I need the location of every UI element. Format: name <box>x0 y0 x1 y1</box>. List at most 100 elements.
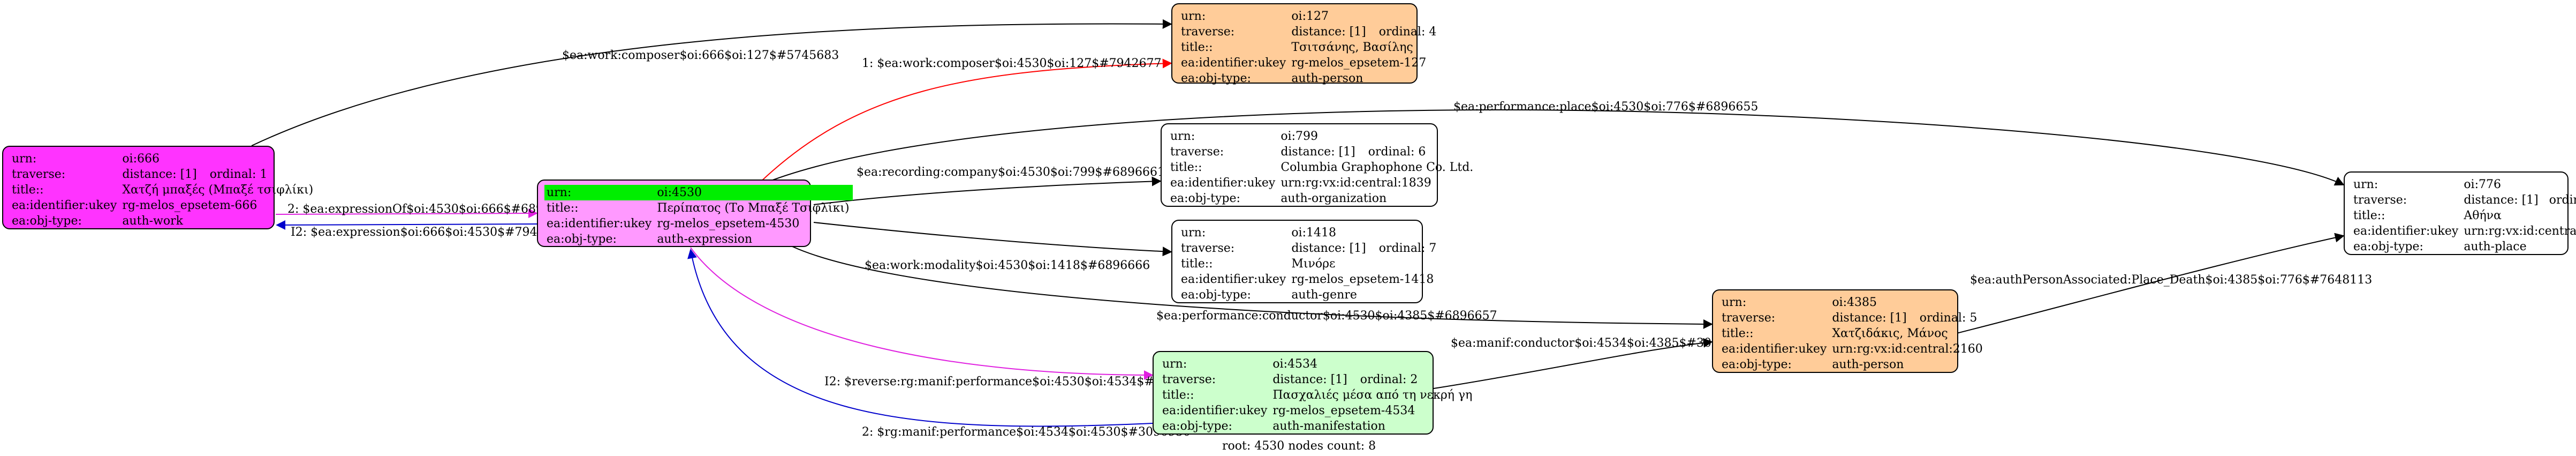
ukey-label: ea:identifier:ukey <box>1181 56 1286 70</box>
edge-4534-4385 <box>1433 338 1713 389</box>
edge-label: 2: $ea:expressionOf$oi:4530$oi:666$#6896… <box>287 203 573 216</box>
urn-label: urn: <box>1181 10 1206 23</box>
node-oi-4534[interactable]: urn:oi:4534 traverse:distance: [1]ordina… <box>1153 351 1472 435</box>
distance-value: distance: [1] <box>1281 145 1355 159</box>
traverse-label: traverse: <box>1181 25 1235 39</box>
urn-label: urn: <box>544 185 655 200</box>
objtype-value: auth-organization <box>1281 192 1387 205</box>
title-label: title:: <box>547 201 579 215</box>
ukey-label: ea:identifier:ukey <box>1722 342 1827 356</box>
urn-label: urn: <box>1722 296 1747 309</box>
title-label: title:: <box>1181 257 1213 271</box>
ordinal-value: ordinal: 1 <box>209 168 268 181</box>
ukey-label: ea:identifier:ukey <box>1162 404 1268 417</box>
traverse-value: distance: [1] ordinal: 7 <box>1289 241 1439 256</box>
edge-4530-776 <box>760 109 2345 186</box>
ukey-value: rg-melos_epsetem-127 <box>1291 56 1427 70</box>
edge-label: 2: $rg:manif:performance$oi:4534$oi:4530… <box>862 425 1191 439</box>
edge-666-4530 <box>275 208 538 219</box>
edge-666-127 <box>251 19 1172 146</box>
objtype-label: ea:obj-type: <box>12 214 82 228</box>
objtype-value: auth-person <box>1291 72 1363 85</box>
ukey-value: urn:rg:vx:id:central:1839 <box>1281 176 1431 190</box>
node-oi-666[interactable]: urn:oi:666 traverse:distance: [1]ordinal… <box>2 146 313 229</box>
node-oi-4385[interactable]: urn: oi:4385 traverse: distance: [1] ordina… <box>1712 289 1983 373</box>
title-value: Περίπατος (Το Μπαξέ Τσιφλίκι) <box>657 201 850 215</box>
urn-value: oi:776 <box>2464 178 2501 191</box>
edge-label: $ea:performance:conductor$oi:4530$oi:438… <box>1156 309 1497 323</box>
edge-label: $ea:recording:company$oi:4530$oi:799$#68… <box>857 166 1165 179</box>
objtype-value: auth-manifestation <box>1272 420 1385 433</box>
edge-4534-4530 <box>687 249 1153 427</box>
node-oi-127[interactable]: urn:oi:127 traverse:distance: [1]ordinal… <box>1171 3 1436 85</box>
urn-value: oi:799 <box>1281 130 1318 143</box>
traverse-value: distance: [1] ordinal: 1 <box>120 167 316 182</box>
title-label: title:: <box>1170 161 1202 174</box>
distance-value: distance: [1] <box>122 168 197 181</box>
distance-value: distance: [1] <box>1832 311 1907 325</box>
traverse-label: traverse: <box>2353 193 2407 207</box>
urn-value: oi:4534 <box>1272 357 1317 371</box>
objtype-value: auth-expression <box>657 233 753 246</box>
node-oi-776[interactable]: urn:oi:776 traverse:distance: [1]ordinal… <box>2344 171 2576 255</box>
ordinal-value: ordinal: 5 <box>1919 311 1978 325</box>
title-label: title:: <box>1162 388 1194 402</box>
edge-label: $ea:work:modality$oi:4530$oi:1418$#68966… <box>865 259 1150 272</box>
objtype-label: ea:obj-type: <box>547 233 617 246</box>
edge-4530-127 <box>760 58 1172 183</box>
edge-label: $ea:authPersonAssociated:Place_Death$oi:… <box>1970 273 2372 287</box>
title-label: title:: <box>2353 209 2385 222</box>
traverse-value: distance: [1] ordinal: 5 <box>1830 310 1986 326</box>
traverse-value: distance: [1] ordinal: 6 <box>1278 144 1476 160</box>
objtype-label: ea:obj-type: <box>2353 240 2423 253</box>
urn-value: oi:4530 <box>655 185 853 200</box>
node-oi-4530[interactable]: urn:oi:4530 title::Περίπατος (Το Μπαξέ Τ… <box>537 180 853 247</box>
urn-value: oi:666 <box>122 152 160 166</box>
urn-label: urn: <box>2353 178 2378 191</box>
ukey-value: urn:rg:vx:id:central:2160 <box>1832 342 1983 356</box>
objtype-label: ea:obj-type: <box>1722 358 1792 371</box>
ukey-label: ea:identifier:ukey <box>12 199 117 212</box>
edge-label: I2: $reverse:rg:manif:performance$oi:453… <box>824 375 1207 388</box>
title-label: title:: <box>1181 41 1213 54</box>
objtype-value: auth-place <box>2464 240 2527 253</box>
title-value: Μινόρε <box>1291 257 1336 271</box>
ukey-value: rg-melos_epsetem-4530 <box>657 217 800 230</box>
objtype-value: auth-person <box>1832 358 1904 371</box>
ordinal-value: ordinal: 4 <box>1378 25 1437 39</box>
title-label: title:: <box>12 183 44 197</box>
edge-4530-799 <box>813 176 1162 205</box>
traverse-label: traverse: <box>1722 311 1776 325</box>
edge-label: I2: $ea:expression$oi:666$oi:4530$#79425… <box>291 226 567 239</box>
title-value: Columbia Graphophone Co. Ltd. <box>1281 161 1474 174</box>
title-value: Τσιτσάνης, Βασίλης <box>1291 41 1413 54</box>
ordinal-value: ordinal: 7 <box>1378 242 1437 255</box>
ukey-label: ea:identifier:ukey <box>2353 225 2459 238</box>
distance-value: distance: [1] <box>1291 25 1366 39</box>
ordinal-value: ordinal: 2 <box>1360 373 1418 386</box>
edge-label: $ea:work:composer$oi:666$oi:127$#5745683 <box>562 49 839 62</box>
distance-value: distance: [1] <box>1291 242 1366 255</box>
node-oi-799[interactable]: urn: oi:799 traverse: distance: [1] ordinal… <box>1161 123 1473 207</box>
ukey-label: ea:identifier:ukey <box>547 217 652 230</box>
objtype-label: ea:obj-type: <box>1170 192 1240 205</box>
objtype-label: ea:obj-type: <box>1181 72 1251 85</box>
ukey-value: urn:rg:vx:id:central:216 <box>2464 225 2576 238</box>
objtype-label: ea:obj-type: <box>1181 288 1251 302</box>
edge-4530-1418 <box>813 222 1172 257</box>
edge-4530-4385 <box>792 246 1713 329</box>
ordinal-value: ordinal: 3 <box>2549 193 2576 207</box>
ukey-value: rg-melos_epsetem-666 <box>122 199 257 212</box>
traverse-label: traverse: <box>1170 145 1224 159</box>
ukey-value: rg-melos_epsetem-4534 <box>1272 404 1415 417</box>
traverse-value: distance: [1]ordinal: 2 <box>1270 372 1475 387</box>
graph-caption: root: 4530 nodes count: 8 <box>1222 439 1376 453</box>
edge-label: 1: $ea:work:composer$oi:4530$oi:127$#794… <box>862 57 1162 70</box>
urn-value: oi:4385 <box>1832 296 1877 309</box>
objtype-value: auth-work <box>122 214 183 228</box>
urn-label: urn: <box>1170 130 1195 143</box>
node-oi-1418[interactable]: urn:oi:1418 traverse:distance: [1]ordina… <box>1171 220 1436 303</box>
ordinal-value: ordinal: 6 <box>1368 145 1426 159</box>
title-label: title:: <box>1722 327 1754 340</box>
